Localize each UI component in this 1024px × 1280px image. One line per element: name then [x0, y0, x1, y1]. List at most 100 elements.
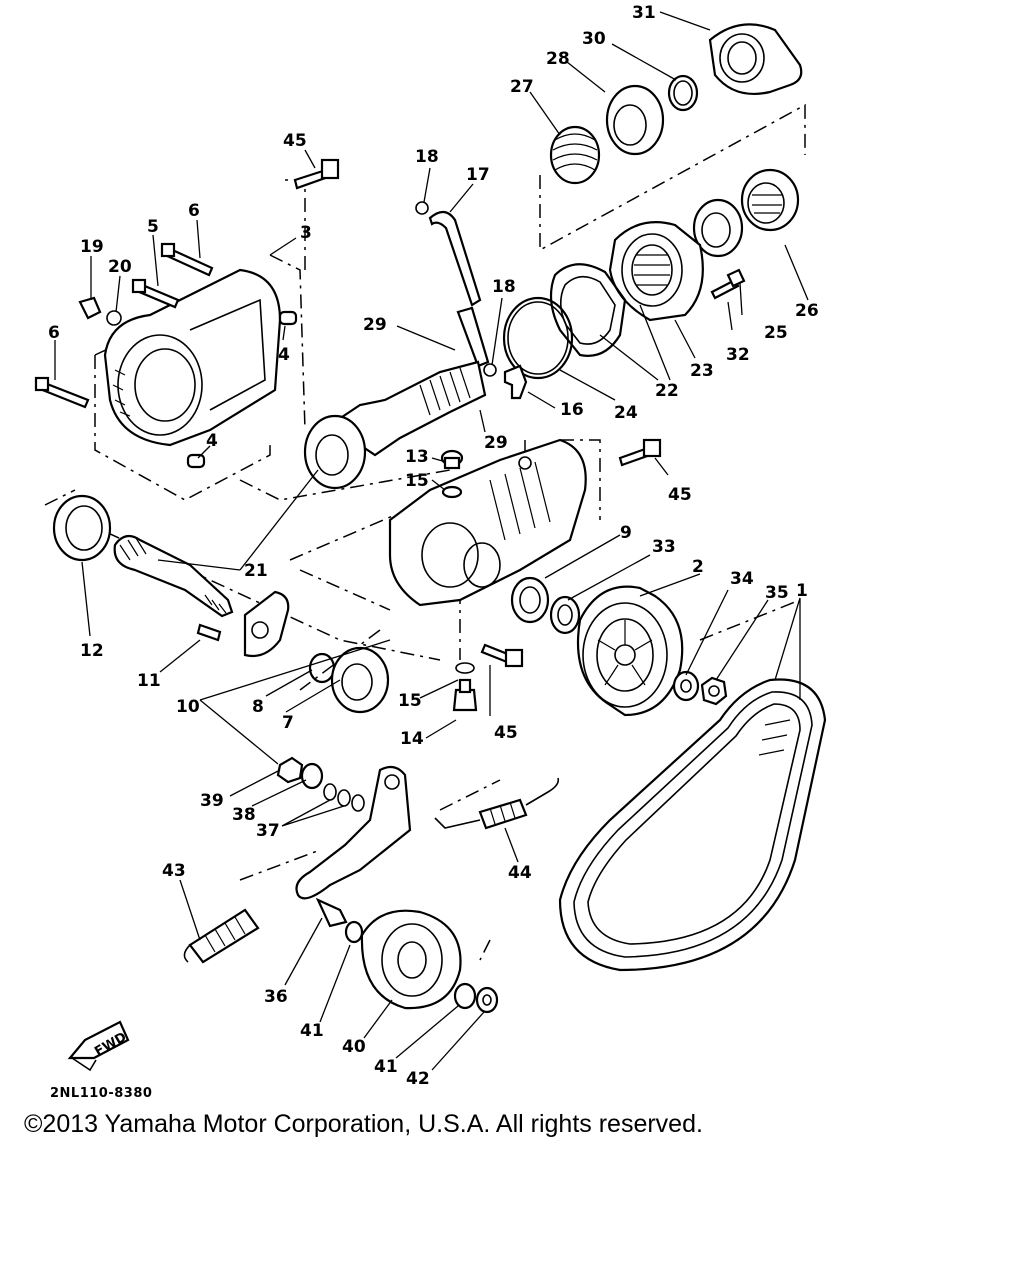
callout-13: 13	[405, 447, 429, 467]
callout-43: 43	[162, 861, 186, 881]
part-26-nut	[740, 168, 800, 232]
callout-40: 40	[342, 1037, 366, 1057]
part-37-spacer	[323, 783, 365, 812]
part-45-bolt	[293, 158, 662, 668]
callout-15-upper: 15	[405, 471, 429, 491]
callout-28: 28	[546, 49, 570, 69]
callout-15-lower: 15	[398, 691, 422, 711]
callout-3: 3	[300, 223, 312, 243]
callout-41-right: 41	[374, 1057, 398, 1077]
part-1-belt	[558, 678, 827, 972]
callout-2: 2	[692, 557, 704, 577]
part-19-bolt	[78, 296, 102, 320]
callout-42: 42	[406, 1069, 430, 1089]
callout-29-lower: 29	[484, 433, 508, 453]
part-38-washer	[300, 762, 324, 790]
callout-31: 31	[632, 3, 656, 23]
part-30-circlip	[667, 74, 699, 112]
callout-14: 14	[400, 729, 424, 749]
callout-12: 12	[80, 641, 104, 661]
part-17-hose	[428, 210, 490, 368]
part-28-cup	[605, 84, 665, 156]
callout-17: 17	[466, 165, 490, 185]
callout-34: 34	[730, 569, 754, 589]
part-9-seal	[510, 576, 550, 624]
callout-26: 26	[795, 301, 819, 321]
callout-33: 33	[652, 537, 676, 557]
part-2-pulley	[576, 585, 684, 717]
callout-4-lower: 4	[206, 431, 218, 451]
callout-39: 39	[200, 791, 224, 811]
callout-23: 23	[690, 361, 714, 381]
callout-16: 16	[560, 400, 584, 420]
part-41-washer	[344, 920, 477, 1010]
part-21-gear-shaft	[113, 534, 234, 618]
part-42-nut	[475, 986, 499, 1014]
drawing-code: 2NL110-8380	[50, 1086, 153, 1101]
callout-32: 32	[726, 345, 750, 365]
part-5-bolt	[131, 278, 180, 309]
leader-lines	[54, 11, 809, 1071]
callout-10: 10	[176, 697, 200, 717]
callout-18-mid: 18	[492, 277, 516, 297]
part-11-bolt	[196, 623, 222, 642]
callout-18-top: 18	[415, 147, 439, 167]
callout-4-upper: 4	[278, 345, 290, 365]
part-10-plate	[243, 590, 290, 658]
callout-41-left: 41	[300, 1021, 324, 1041]
callout-9: 9	[620, 523, 632, 543]
part-36-tensioner-arm	[295, 765, 412, 928]
callout-labels: 31 30 28 27 45 18 17 3 6 5 19 20 6 4 4 2…	[48, 3, 819, 1089]
fwd-arrow-icon: FWD	[67, 1020, 129, 1072]
part-21-shaft	[303, 360, 487, 490]
callout-8: 8	[252, 697, 264, 717]
callout-37: 37	[256, 821, 280, 841]
callout-21: 21	[244, 561, 268, 581]
part-7-bearing	[330, 646, 390, 714]
callout-44: 44	[508, 863, 532, 883]
callout-1: 1	[796, 581, 808, 601]
callout-7: 7	[282, 713, 294, 733]
callout-36: 36	[264, 987, 288, 1007]
callout-30: 30	[582, 29, 606, 49]
part-43-spring	[183, 908, 260, 964]
part-35-nut	[700, 676, 728, 706]
callout-27: 27	[510, 77, 534, 97]
callout-29-upper: 29	[363, 315, 387, 335]
callout-19: 19	[80, 237, 104, 257]
part-39-nut	[276, 756, 304, 784]
part-18-clamp	[415, 201, 497, 377]
callout-35: 35	[765, 583, 789, 603]
part-32-bolt	[710, 268, 746, 300]
part-12-bearing	[52, 494, 112, 562]
callout-6-left: 6	[48, 323, 60, 343]
callout-38: 38	[232, 805, 256, 825]
part-20-washer	[106, 310, 122, 326]
part-24-o-ring	[502, 296, 574, 380]
callout-45-lower: 45	[494, 723, 518, 743]
part-25-seal	[692, 198, 744, 258]
part-6-bolt	[34, 242, 214, 409]
copyright-notice: ©2013 Yamaha Motor Corporation, U.S.A. A…	[24, 1110, 703, 1138]
callout-45-right: 45	[668, 485, 692, 505]
callout-20: 20	[108, 257, 132, 277]
callout-22: 22	[655, 381, 679, 401]
callout-6-top: 6	[188, 201, 200, 221]
part-14-drain-plug	[452, 662, 478, 712]
part-3-case-cover	[103, 268, 282, 447]
callout-5: 5	[147, 217, 159, 237]
part-22-gasket	[549, 263, 627, 357]
part-4-dowel	[186, 310, 298, 469]
part-34-washer	[672, 670, 700, 702]
gearbox-case	[388, 438, 587, 607]
callout-45-top: 45	[283, 131, 307, 151]
part-44-spring	[434, 777, 560, 830]
part-33-collar	[549, 595, 581, 635]
part-31-cover	[708, 23, 803, 96]
part-40-idler-pulley	[360, 909, 462, 1010]
part-27-spring	[549, 125, 601, 185]
callout-11: 11	[137, 671, 161, 691]
exploded-parts-diagram: FWD	[34, 3, 827, 1089]
callout-25: 25	[764, 323, 788, 343]
callout-24: 24	[614, 403, 638, 423]
